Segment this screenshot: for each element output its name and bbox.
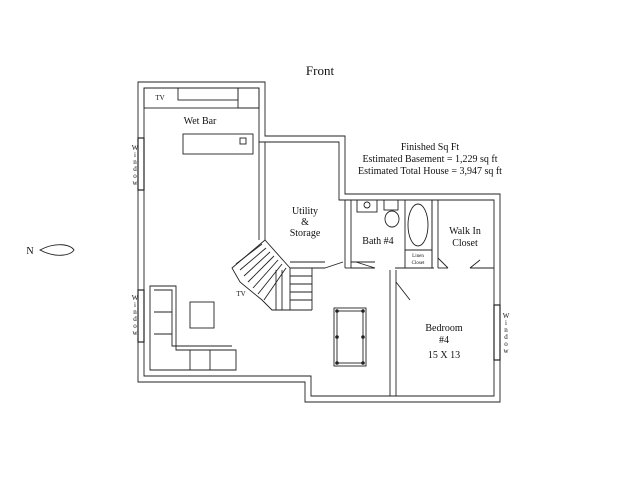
tv-label-lower: TV (236, 290, 245, 298)
window-label-right: W i n d o w (503, 312, 510, 355)
bathroom-fixtures (356, 199, 433, 269)
bedroom-size: 15 X 13 (428, 350, 460, 361)
svg-text:n: n (133, 308, 137, 316)
sqft-total: Estimated Total House = 3,947 sq ft (358, 166, 502, 177)
svg-text:d: d (133, 315, 137, 323)
staircase (231, 239, 313, 311)
svg-text:d: d (504, 333, 508, 341)
wet-bar-label: Wet Bar (184, 116, 217, 127)
walkin-label-1: Walk In (449, 226, 481, 237)
svg-text:d: d (133, 165, 137, 173)
svg-text:o: o (504, 340, 508, 348)
svg-text:n: n (133, 158, 137, 166)
svg-text:W: W (132, 144, 139, 152)
utility-label-3: Storage (290, 228, 321, 239)
svg-text:w: w (132, 329, 138, 337)
svg-text:w: w (132, 179, 138, 187)
wet-bar-counters (143, 87, 260, 155)
svg-text:i: i (505, 319, 507, 327)
sqft-basement: Estimated Basement = 1,229 sq ft (362, 154, 497, 165)
walkin-label-2: Closet (452, 238, 478, 249)
pool-table (333, 307, 367, 367)
bedroom-label-2: #4 (439, 335, 449, 346)
north-label: N (26, 246, 33, 257)
window-label-left-lower: W i n d o w (132, 294, 139, 337)
svg-text:n: n (504, 326, 508, 334)
svg-text:i: i (134, 151, 136, 159)
svg-text:o: o (133, 322, 137, 330)
linen-label-2: Closet (412, 261, 425, 266)
sqft-heading: Finished Sq Ft (401, 142, 460, 153)
svg-text:o: o (133, 172, 137, 180)
svg-text:w: w (503, 347, 509, 355)
tv-label-top: TV (155, 94, 164, 102)
bath-label: Bath #4 (362, 236, 393, 247)
window-frames (137, 137, 501, 361)
linen-label-1: Linen (412, 254, 424, 259)
utility-label-1: Utility (292, 206, 318, 217)
front-label: Front (306, 63, 335, 78)
svg-text:i: i (134, 301, 136, 309)
sectional-sofa (149, 285, 237, 371)
svg-text:W: W (503, 312, 510, 320)
north-arrow (39, 244, 75, 256)
outer-walls (137, 81, 501, 403)
door-swings (324, 257, 481, 301)
svg-text:W: W (132, 294, 139, 302)
bedroom-label-1: Bedroom (425, 323, 462, 334)
utility-label-2: & (301, 217, 309, 228)
window-label-left-upper: W i n d o w (132, 144, 139, 187)
